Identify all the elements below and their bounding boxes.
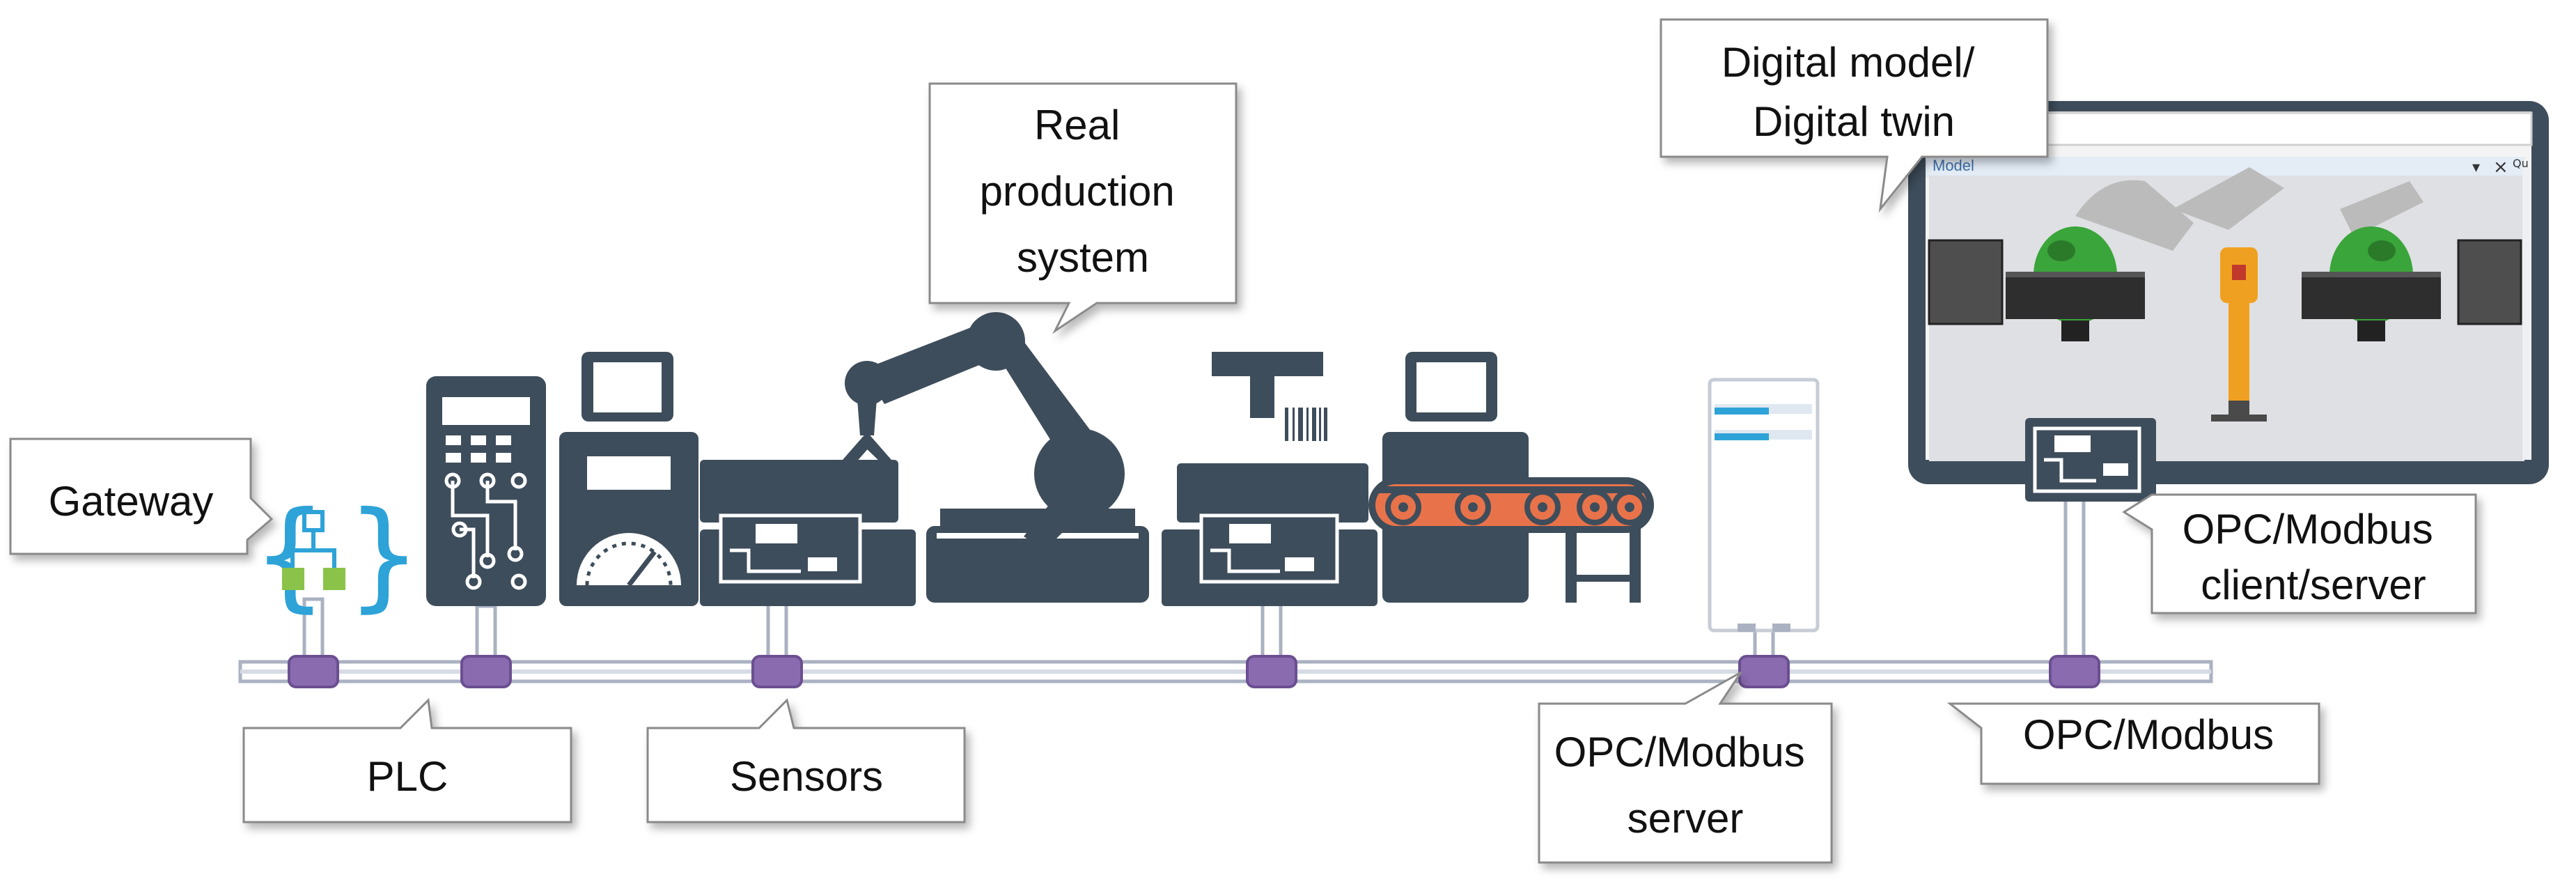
callout-digital-model-text: Digital model/ Digital twin [1722,39,1986,145]
twin-pane-title: Model [1933,157,1974,174]
callout-opc-client-server [2122,493,2477,614]
digital-twin-monitor: Model ▾ × Qu [1908,101,2549,484]
callout-digital-model [1660,18,2049,213]
callout-digital-model-line-2: Digital twin [1753,98,1955,145]
robot-arm [843,312,1149,603]
callout-real-line-3: system [1017,234,1149,281]
bus-nodes [288,655,2100,688]
callout-sensors [646,698,966,823]
bus-node-opc-server [1738,655,1790,688]
callout-opc-client-server-text: OPC/Modbus client/server [2183,506,2445,608]
conveyor [1368,352,1654,603]
callout-opc-client-line-1: OPC/Modbus [2183,506,2433,552]
callout-gateway [9,438,274,555]
callout-real-production [928,82,1238,334]
gauge-station [559,352,698,606]
callout-opc-server-text: OPC/Modbus server [1554,729,1817,842]
barcode-station [1162,352,1377,606]
opc-server-tower [1708,378,1820,633]
svg-text:{: { [254,486,325,624]
bus-node-production [1246,655,1297,688]
callout-digital-model-line-1: Digital model/ [1722,39,1975,86]
callout-opc-modbus-text: OPC/Modbus [2023,711,2274,758]
callout-real-line-2: production [980,168,1175,215]
callout-sensors-text: Sensors [730,753,883,800]
twin-side-tab[interactable]: Qu [2513,157,2529,170]
callout-opc-server-line-1: OPC/Modbus [1554,729,1805,775]
callout-gateway-text: Gateway [49,478,214,525]
callout-plc-text: PLC [367,753,448,800]
opc-client-board [2025,418,2156,502]
callout-opc-server [1538,671,1833,864]
fieldbus [238,660,2213,683]
callout-opc-modbus [1946,702,2320,785]
svg-text:}: } [348,486,419,624]
sensor-station [700,460,916,606]
bus-node-opc-client [2049,655,2100,688]
callout-real-production-text: Real production system [980,102,1187,281]
bus-node-plc [460,655,512,688]
twin-dropdown-icon[interactable]: ▾ [2472,159,2480,176]
twin-close-icon[interactable]: × [2493,157,2508,178]
bus-node-gateway [288,655,339,688]
gateway-icon: { } [254,486,419,624]
callout-opc-client-line-2: client/server [2201,562,2426,608]
bus-node-sensors [751,655,803,688]
plc-device [426,376,546,606]
callout-opc-server-line-2: server [1627,795,1744,842]
callout-plc [242,697,572,823]
callout-real-line-1: Real [1034,102,1120,148]
